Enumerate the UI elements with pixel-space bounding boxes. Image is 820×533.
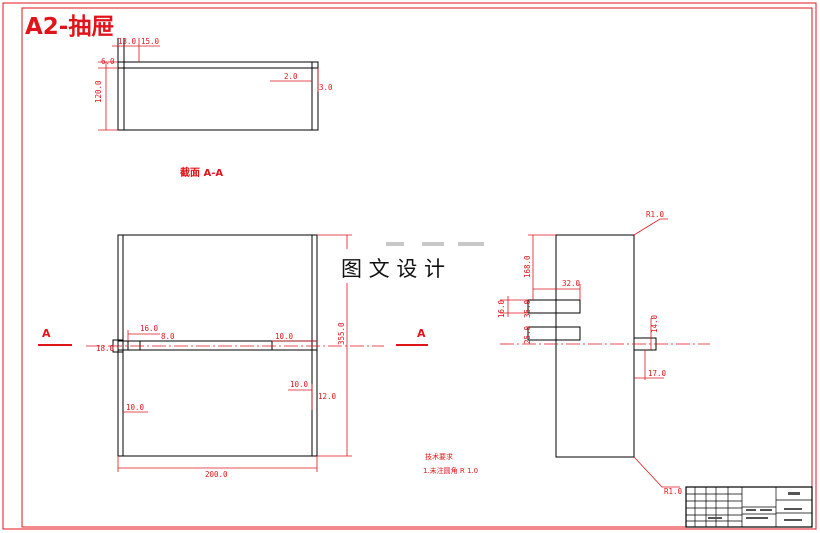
notes-line-1: 1.未注圆角 R 1.0 (423, 466, 478, 475)
corner-bottom-leader (633, 456, 680, 488)
dim-tab-offset: 17.0 (648, 369, 667, 378)
section-marker-right: A (417, 327, 426, 340)
dim-slot-width: 16.0 (140, 324, 159, 333)
title-block-text-mark (760, 509, 772, 511)
title-block-text-mark (746, 509, 756, 511)
dim-tab-left: 18.0 (96, 344, 115, 353)
title-block-text-mark (746, 517, 768, 519)
dim-tab-left: 13.0 (118, 37, 137, 46)
lower-slot (527, 326, 581, 341)
dim-corner-bottom: R1.0 (664, 487, 683, 496)
dim-right-offset: 10.0 (290, 380, 309, 389)
notes-heading: 技术要求 (425, 452, 453, 461)
title-block-text-mark (788, 492, 800, 495)
divider-slot (127, 340, 141, 351)
inner-frame (21, 7, 813, 528)
front-view: 16.0 8.0 10.0 18.0 10.0 12.0 10.0 200.0 … (38, 234, 428, 479)
dim-inner-offset: 2.0 (284, 72, 298, 81)
side-view: 168.0 32.0 16.0 35.0 25.0 14.0 17.0 R1.0… (497, 210, 710, 496)
side-outline (555, 234, 635, 458)
dim-width: 200.0 (205, 470, 228, 479)
dim-top-thickness: 6.0 (101, 57, 115, 66)
dim-tab-right: 15.0 (141, 37, 160, 46)
title-block-text-mark (784, 519, 802, 521)
dim-wall: 3.0 (319, 83, 333, 92)
watermark-text: 图 文 设 计 (341, 257, 445, 281)
title-block-text-mark (708, 517, 722, 519)
watermark-bar (386, 242, 404, 246)
dim-section-height: 120.0 (94, 80, 103, 103)
dim-slot-upper: 35.0 (523, 299, 532, 318)
section-marker-left: A (42, 327, 51, 340)
section-view: 13.0 15.0 6.0 120.0 2.0 3.0 截面 A-A (94, 37, 333, 179)
title-block (685, 486, 813, 528)
watermark: 图 文 设 计 (336, 242, 488, 283)
drawing-title: A2-抽屉 (25, 14, 114, 40)
dim-corner-top: R1.0 (646, 210, 665, 219)
dim-slot-height: 16.0 (497, 299, 506, 318)
upper-slot (527, 299, 581, 314)
watermark-background (336, 249, 488, 283)
dim-left-offset: 10.0 (126, 403, 145, 412)
dim-right-height: 12.0 (318, 392, 337, 401)
dim-slot-lower: 25.0 (523, 325, 532, 344)
dim-tab-height: 14.0 (650, 314, 659, 333)
dim-divider-mid: 10.0 (275, 332, 294, 341)
title-block-text-mark (784, 508, 802, 510)
dim-top-to-slot: 168.0 (523, 255, 532, 278)
front-outline (117, 234, 318, 457)
section-label: 截面 A-A (180, 166, 223, 179)
technical-notes: 技术要求 1.未注圆角 R 1.0 (423, 452, 478, 475)
watermark-bar (422, 242, 444, 246)
watermark-bar (458, 242, 484, 246)
corner-top-leader (633, 218, 668, 236)
dim-height: 355.0 (337, 322, 346, 345)
title-block-outline (685, 486, 813, 528)
dim-slot-gap: 8.0 (161, 332, 175, 341)
section-outline (117, 61, 319, 131)
dim-slot-depth: 32.0 (562, 279, 581, 288)
